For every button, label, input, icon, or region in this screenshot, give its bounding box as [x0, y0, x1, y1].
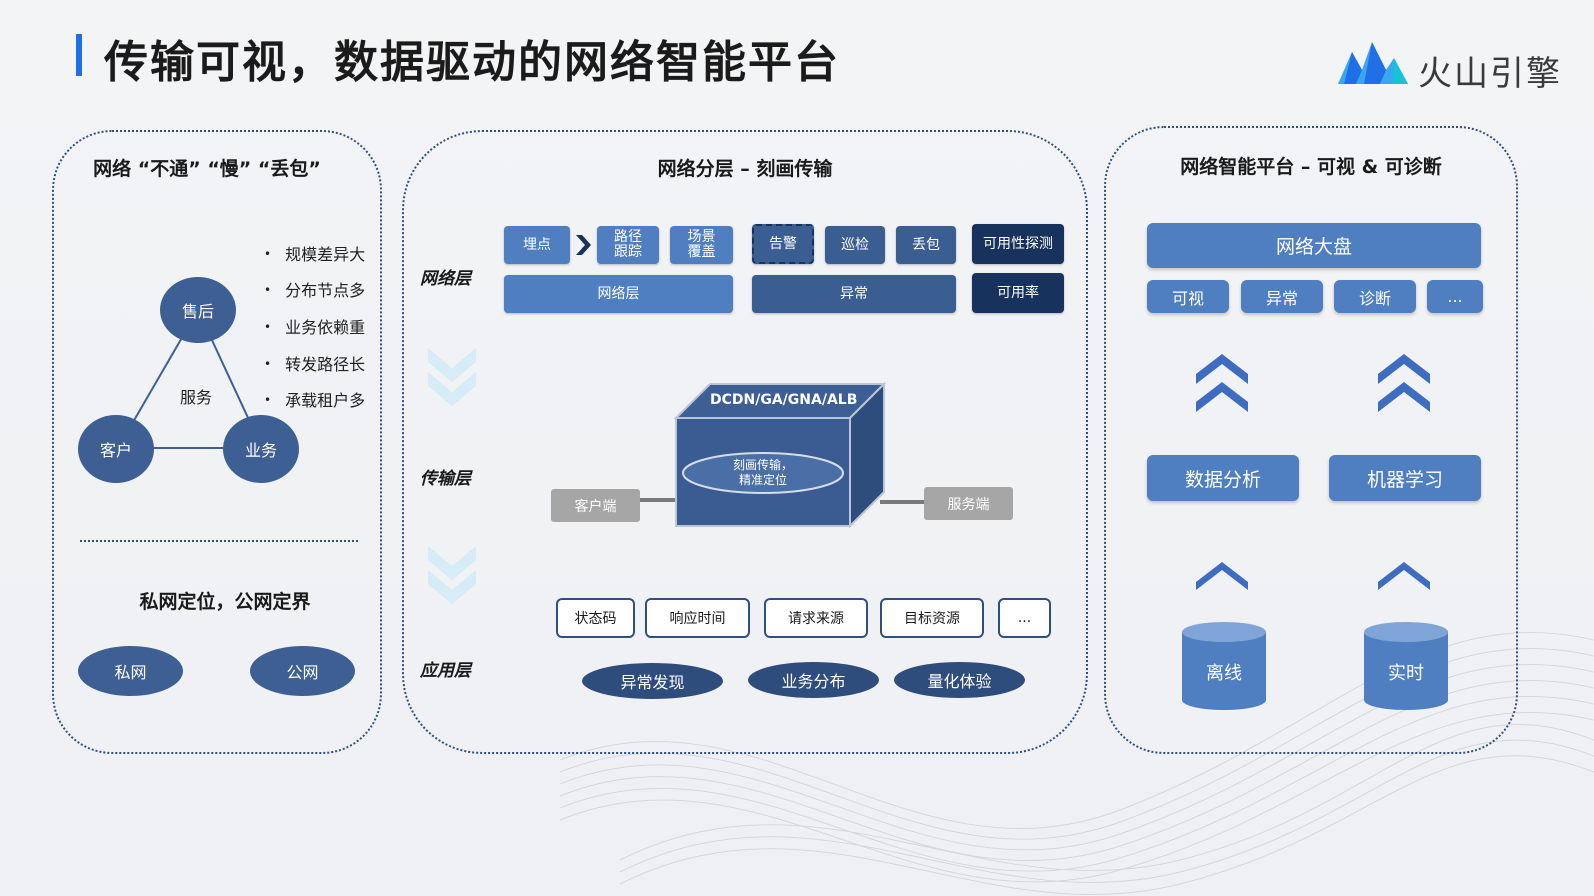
client-box: 客户端 [551, 489, 640, 522]
layer-label-application: 应用层 [420, 661, 471, 681]
metric-status-code: 状态码 [556, 598, 635, 638]
bullet-item: 业务依赖重 [264, 314, 365, 338]
bullet-item: 规模差异大 [264, 241, 365, 265]
right-panel-title: 网络智能平台 – 可视 & 可诊断 [1180, 156, 1442, 178]
brand-name: 火山引擎 [1418, 54, 1562, 94]
storage-offline-label: 离线 [1206, 663, 1242, 684]
tag-visible: 可视 [1147, 280, 1229, 313]
brand-logo-icon [1338, 42, 1408, 84]
left-panel [52, 130, 382, 754]
layer-label-transport: 传输层 [420, 469, 471, 489]
public-network-oval: 公网 [250, 646, 355, 696]
left-subtitle: 私网定位，公网定界 [139, 591, 311, 613]
chevron-up-icon [1378, 562, 1430, 590]
database-icon [1182, 622, 1266, 710]
tag-path-trace: 路径 跟踪 [597, 226, 659, 264]
dashboard-bar: 网络大盘 [1147, 223, 1481, 268]
double-chevron-up-icon [1378, 354, 1430, 412]
bar-anomaly: 异常 [752, 275, 956, 313]
bullet-item: 分布节点多 [264, 277, 365, 301]
oval-anomaly-discovery: 异常发现 [582, 663, 723, 699]
triangle-center-label: 服务 [180, 388, 213, 407]
oval-business-distribution: 业务分布 [748, 662, 879, 698]
data-analysis-box: 数据分析 [1147, 455, 1299, 501]
middle-panel [402, 130, 1088, 754]
tag-packet-loss: 丢包 [896, 226, 956, 264]
tag-scene-coverage: 场景 覆盖 [670, 226, 733, 264]
layer-label-network: 网络层 [420, 269, 471, 289]
server-box: 服务端 [924, 487, 1013, 520]
tag-availability-probe: 可用性探测 [972, 224, 1064, 264]
middle-panel-title: 网络分层 – 刻画传输 [657, 158, 833, 180]
tag-anomaly: 异常 [1241, 280, 1323, 313]
tag-tracking-point: 埋点 [504, 226, 570, 264]
metric-target-resource: 目标资源 [880, 598, 984, 638]
chevron-up-icon [1196, 562, 1248, 590]
chevron-down-icon [428, 348, 476, 406]
bullet-item: 转发路径长 [264, 351, 365, 375]
machine-learning-box: 机器学习 [1329, 455, 1481, 501]
tag-diagnosis: 诊断 [1334, 280, 1416, 313]
storage-realtime-label: 实时 [1388, 663, 1424, 684]
wave-background [560, 632, 1594, 896]
cube-label: DCDN/GA/GNA/ALB [710, 392, 858, 408]
chevron-right-icon [576, 235, 591, 255]
private-network-oval: 私网 [78, 646, 183, 696]
tag-more: ... [1427, 280, 1483, 313]
node-customer: 客户 [78, 415, 154, 483]
bullet-item: 承载租户多 [264, 387, 365, 411]
double-chevron-up-icon [1196, 354, 1248, 412]
cdn-cube [674, 381, 887, 529]
node-after-sales: 售后 [160, 277, 236, 343]
metric-request-source: 请求来源 [764, 598, 868, 638]
metric-more: ... [998, 598, 1051, 638]
page-title: 传输可视，数据驱动的网络智能平台 [104, 37, 840, 88]
cube-ellipse-label: 刻画传输， 精准定位 [732, 458, 793, 487]
database-icon [1364, 622, 1448, 710]
right-panel [1104, 126, 1518, 754]
tag-alarm: 告警 [752, 224, 814, 264]
cube-connectors [638, 498, 924, 504]
left-panel-title: 网络 “不通” “慢” “丢包” [93, 158, 321, 180]
node-business: 业务 [223, 415, 299, 483]
title-accent-bar [76, 34, 82, 76]
tag-inspection: 巡检 [825, 226, 885, 264]
oval-quantified-experience: 量化体验 [894, 662, 1025, 698]
left-divider [80, 540, 358, 542]
chevron-down-icon [428, 546, 476, 604]
metric-response-time: 响应时间 [645, 598, 750, 638]
bar-network-layer: 网络层 [504, 275, 733, 313]
bar-availability-rate: 可用率 [972, 273, 1064, 313]
